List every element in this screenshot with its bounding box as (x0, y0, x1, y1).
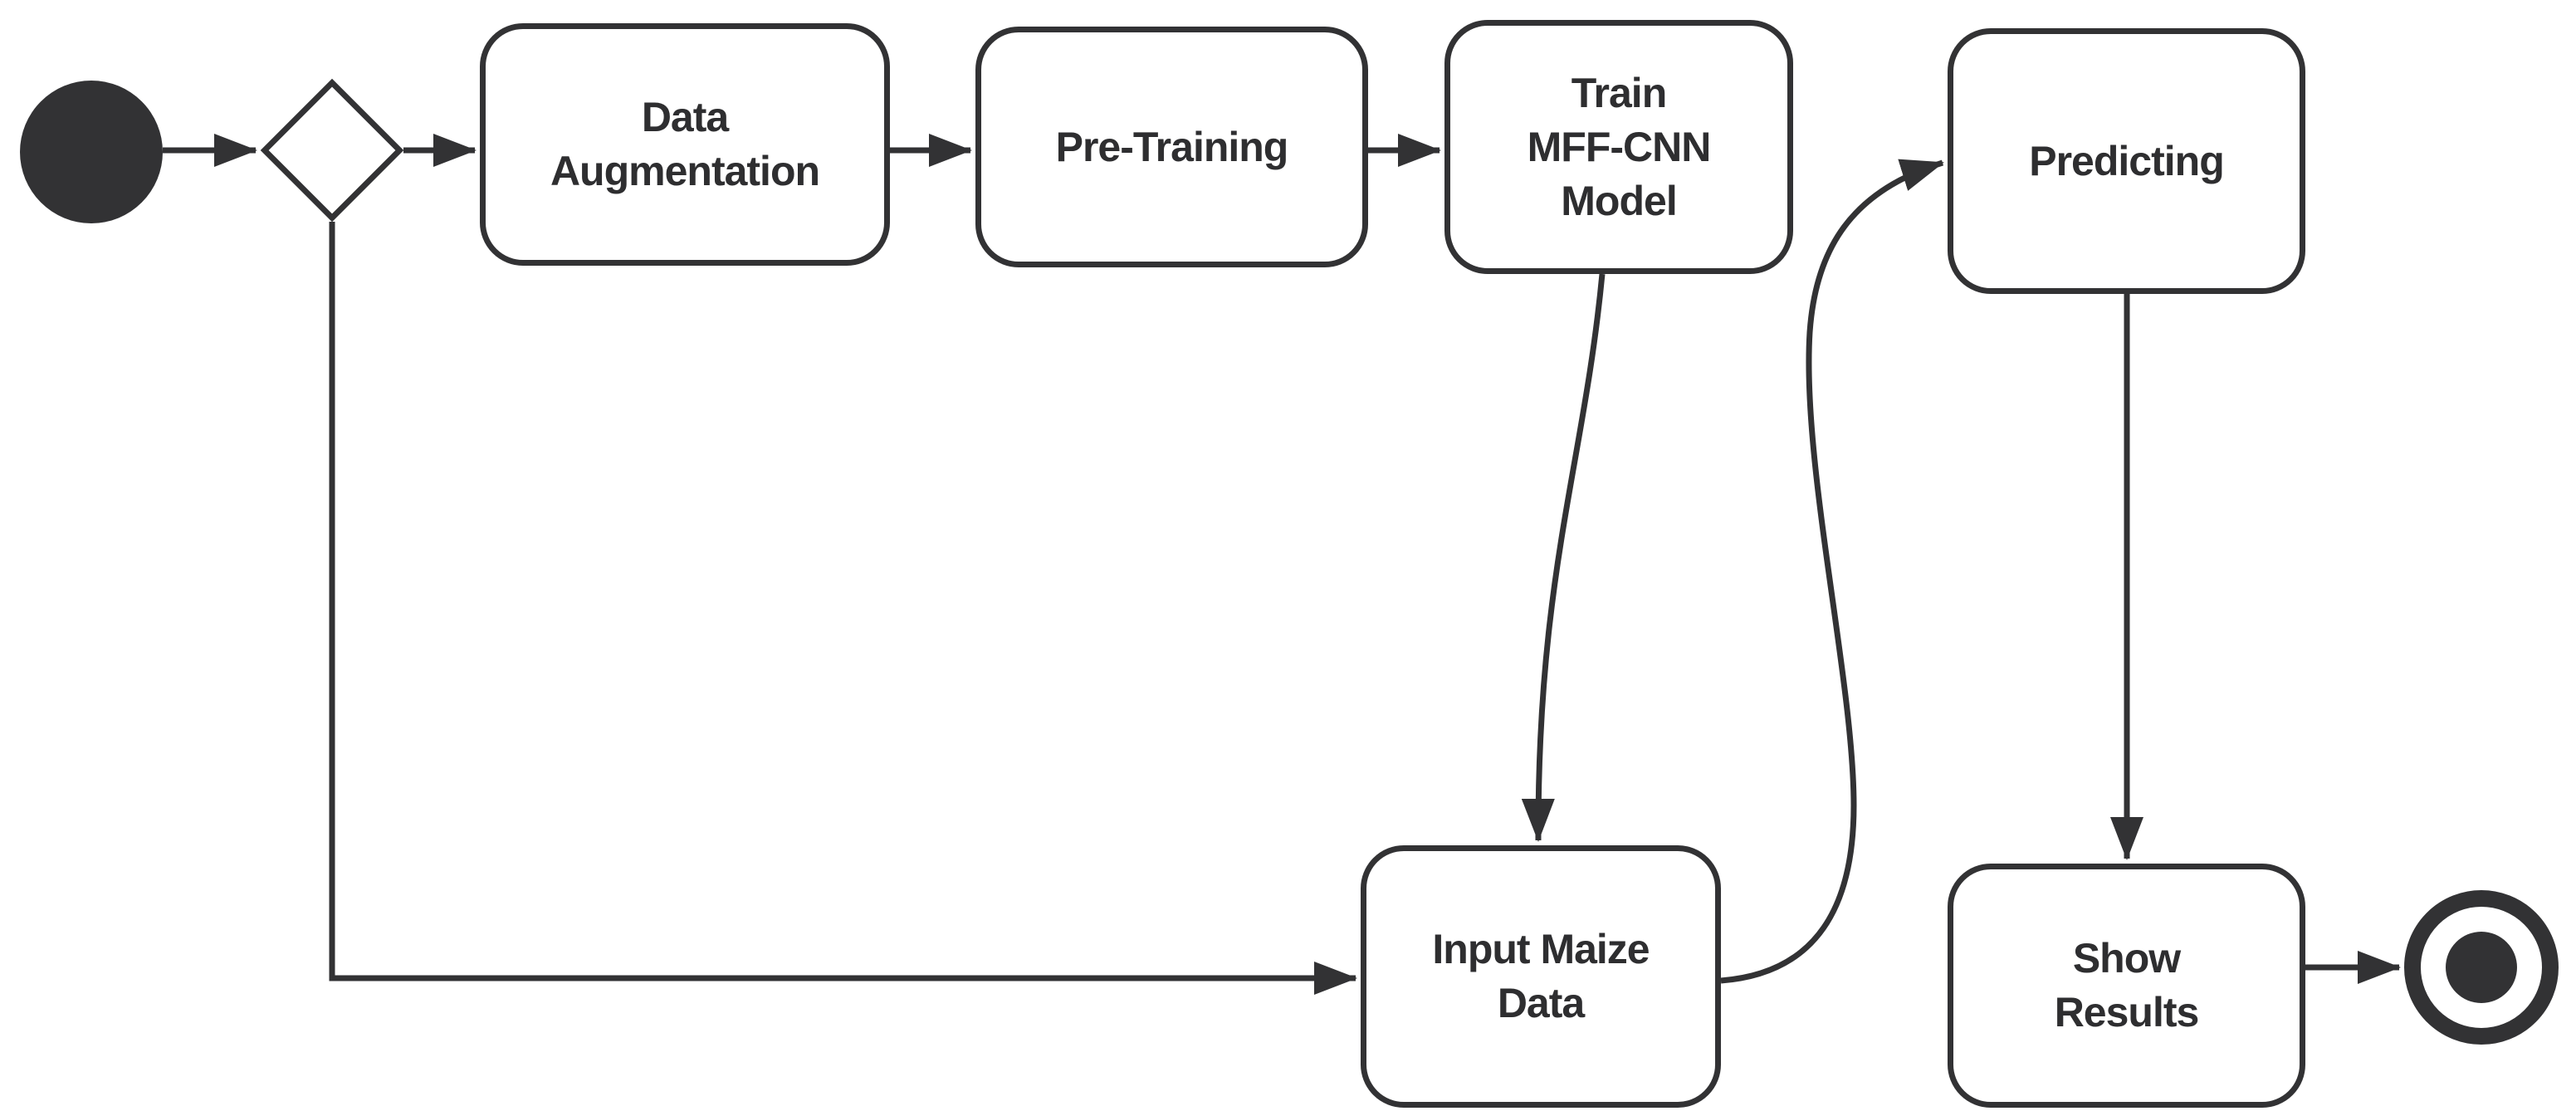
end-node-dot-icon (2446, 932, 2517, 1003)
edge-decision-to-input-maize-arrow (329, 222, 1357, 995)
edge-input-maize-to-predicting-arrow (1720, 159, 1944, 984)
node-data-augmentation: Data Augmentation (480, 23, 890, 266)
node-show-results-label: Show Results (2054, 935, 2200, 1035)
node-pre-training-label: Pre-Training (1055, 123, 1289, 170)
node-input-maize-data: Input Maize Data (1361, 845, 1721, 1108)
node-input-maize-data-label: Input Maize Data (1432, 926, 1650, 1026)
node-pre-training: Pre-Training (975, 27, 1368, 267)
node-train-mff-cnn-model: Train MFF-CNN Model (1444, 20, 1793, 274)
node-predicting: Predicting (1948, 28, 2305, 294)
node-show-results: Show Results (1948, 864, 2305, 1108)
node-predicting-label: Predicting (2029, 137, 2224, 184)
decision-diamond-icon (260, 78, 404, 223)
end-node-icon (2404, 890, 2559, 1045)
node-data-augmentation-label: Data Augmentation (550, 94, 820, 194)
edge-train-to-input-maize-arrow (1521, 273, 1606, 842)
start-node-icon (20, 81, 163, 223)
node-train-mff-cnn-model-label: Train MFF-CNN Model (1527, 69, 1712, 224)
